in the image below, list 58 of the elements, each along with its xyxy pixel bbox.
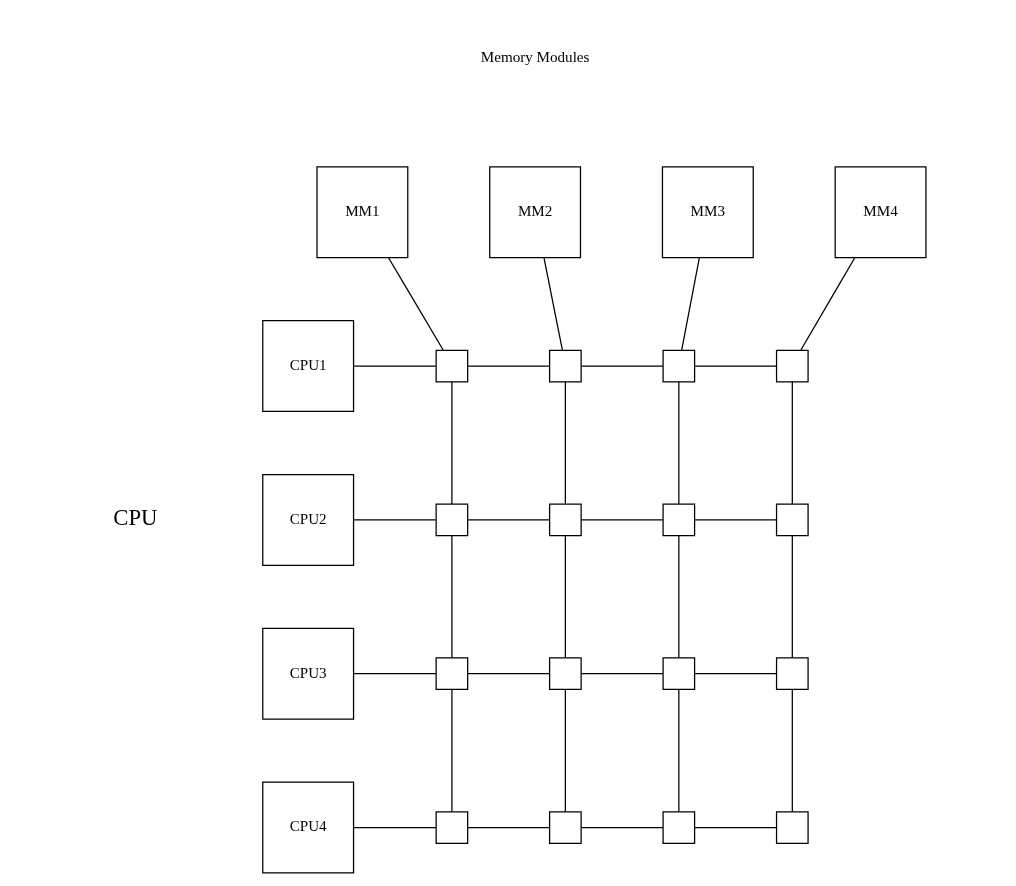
connector: [678, 688, 680, 813]
connector: [694, 673, 777, 675]
connector: [451, 381, 453, 505]
label: Memory Modules: [480, 49, 590, 66]
node-box: CPU4: [262, 781, 355, 874]
node-box: [549, 657, 582, 691]
connector: [467, 673, 550, 675]
connector: [800, 257, 856, 351]
connector: [353, 826, 437, 829]
node-box: MM4: [834, 166, 927, 259]
node-box: [662, 349, 696, 383]
connector: [791, 381, 793, 505]
node-box: [662, 657, 696, 691]
connector: [353, 519, 437, 521]
connector: [694, 365, 777, 367]
connector: [467, 826, 550, 829]
connector: [467, 365, 550, 367]
node-box: CPU2: [262, 473, 355, 566]
connector: [451, 535, 453, 659]
node-box: MM1: [316, 166, 409, 259]
connector: [694, 519, 777, 521]
node-box: [549, 503, 582, 537]
connector: [564, 381, 566, 505]
node-box: [549, 349, 582, 383]
node-box: MM2: [489, 166, 582, 259]
connector: [678, 535, 680, 659]
connector: [580, 519, 664, 521]
connector: [580, 365, 664, 367]
connector: [543, 257, 564, 351]
node-box: [775, 657, 809, 691]
connector: [353, 365, 437, 367]
node-box: [549, 811, 582, 844]
connector: [564, 688, 566, 813]
connector: [694, 826, 777, 829]
node-box: [775, 349, 809, 383]
label: CPU: [113, 505, 158, 531]
node-box: [435, 811, 469, 844]
connector: [580, 826, 664, 829]
node-box: [662, 811, 696, 844]
connector: [451, 688, 453, 813]
node-box: [435, 657, 469, 691]
connector: [387, 257, 444, 351]
node-box: [435, 503, 469, 537]
node-box: [662, 503, 696, 537]
connector: [681, 257, 700, 351]
connector: [564, 535, 566, 659]
connector: [791, 535, 793, 659]
node-box: CPU1: [262, 320, 355, 413]
node-box: [775, 811, 809, 844]
connector: [791, 688, 793, 813]
node-box: [775, 503, 809, 537]
connector: [353, 673, 437, 675]
node-box: CPU3: [262, 627, 355, 720]
connector: [678, 381, 680, 505]
node-box: [435, 349, 469, 383]
node-box: MM3: [661, 166, 754, 259]
connector: [467, 519, 550, 521]
connector: [580, 673, 664, 675]
